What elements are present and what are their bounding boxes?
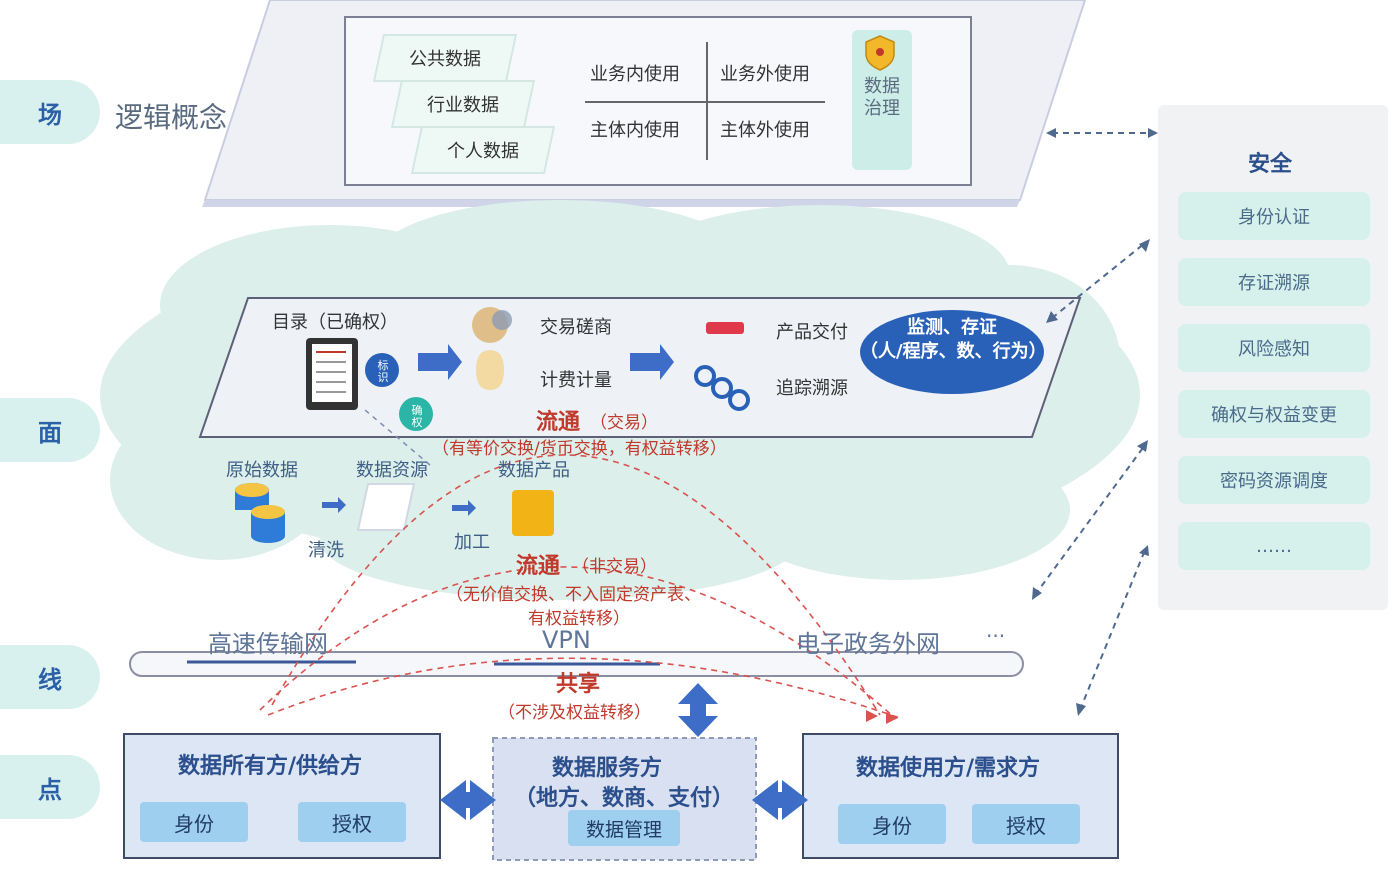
sec-link-3 [1034, 444, 1146, 596]
circulation-trade-sub: （交易） [590, 413, 658, 433]
arrow-right-1-icon [418, 344, 462, 380]
money-bag-icon [476, 350, 504, 390]
security-title: 安全 [1248, 152, 1293, 177]
owner-identity-tag: 身份 [140, 802, 248, 842]
confirm-circle-icon [399, 397, 433, 431]
user-title: 数据使用方/需求方 [856, 756, 1041, 781]
monitor-ellipse [860, 310, 1044, 394]
data-product-cube-icon [512, 490, 554, 536]
governance-label: 数据 治理 [864, 76, 900, 119]
data-type-personal: 个人数据 [410, 126, 556, 174]
network-egov: 电子政务外网 [796, 630, 940, 658]
catalog-link [364, 409, 431, 466]
owner-title: 数据所有方/供给方 [178, 754, 363, 779]
security-item-identity: 身份认证 [1178, 192, 1370, 240]
product-delivery-label: 产品交付 [776, 322, 848, 343]
data-type-public: 公共数据 [372, 34, 518, 82]
billing-label: 计费计量 [540, 370, 612, 391]
sec-link-4 [1079, 549, 1146, 711]
database-icon [235, 483, 285, 543]
circulation-trade-desc: （有等价交换/货币交换，有权益转移） [432, 439, 727, 459]
layer-surface-pill: 面 [0, 398, 100, 462]
service-sub: （地方、数商、支付） [514, 786, 735, 811]
circulation-nontrade-sub: （非交易） [572, 557, 657, 577]
data-resource-label: 数据资源 [356, 460, 428, 481]
usage-out-subject: 主体外使用 [720, 120, 810, 141]
cloud-bump-7 [730, 440, 1070, 580]
governance-box [852, 30, 912, 170]
clean-arrow-icon [322, 497, 346, 513]
security-item-more: …… [1178, 522, 1370, 570]
layer-line-pill: 线 [0, 645, 100, 709]
data-type-industry: 行业数据 [390, 80, 536, 128]
circulation-trade-title: 流通 [536, 410, 581, 435]
process-label: 加工 [454, 532, 490, 553]
data-resource-icon [356, 483, 416, 531]
mark-circle-icon [365, 353, 399, 387]
share-arc [267, 657, 901, 719]
layer-field-pill: 场 [0, 80, 100, 144]
raw-data-label: 原始数据 [226, 460, 298, 481]
user-identity-tag: 身份 [838, 804, 946, 844]
catalog-label: 目录（已确权） [272, 312, 398, 333]
usage-in-business: 业务内使用 [590, 64, 680, 85]
product-icon [706, 322, 744, 334]
network-high-speed: 高速传输网 [208, 630, 328, 658]
owner-service-arrow-icon [440, 780, 496, 820]
service-title: 数据服务方 [552, 756, 663, 781]
nontrade-arc [259, 566, 896, 719]
layer-point-pill: 点 [0, 755, 100, 819]
clean-label: 清洗 [308, 540, 344, 561]
user-auth-tag: 授权 [972, 804, 1080, 844]
cloud-bump-6 [320, 480, 800, 600]
security-item-rights: 确权与权益变更 [1178, 390, 1370, 438]
circulation-nontrade-title: 流通 [516, 554, 561, 579]
shield-dot-icon [876, 48, 884, 56]
confirm-label: 确权 [411, 404, 423, 429]
layer-field-desc: 逻辑概念 [115, 101, 228, 134]
monitor-label: 监测、存证 （人/程序、数、行为） [860, 317, 1047, 362]
service-user-arrow-icon [752, 780, 808, 820]
usage-in-subject: 主体内使用 [590, 120, 680, 141]
mark-label: 标识 [377, 359, 389, 384]
circulation-nontrade-desc-2: 有权益转移） [528, 609, 630, 629]
security-item-evidence: 存证溯源 [1178, 258, 1370, 306]
sec-link-2 [1051, 242, 1146, 319]
network-more: ··· [986, 624, 1006, 648]
security-item-risk: 风险感知 [1178, 324, 1370, 372]
process-arrow-icon [452, 500, 476, 516]
share-vertical-arrow-icon [678, 683, 718, 737]
data-product-label: 数据产品 [498, 460, 570, 481]
service-data-management-tag: 数据管理 [568, 810, 680, 846]
owner-auth-tag: 授权 [298, 802, 406, 842]
usage-out-business: 业务外使用 [720, 64, 810, 85]
share-title: 共享 [556, 672, 601, 697]
share-desc: （不涉及权益转移） [498, 703, 651, 723]
circulation-nontrade-desc-1: （无价值交换、不入固定资产表、 [446, 585, 701, 605]
network-vpn: VPN [542, 626, 591, 654]
service-box [492, 737, 757, 861]
security-item-crypto: 密码资源调度 [1178, 456, 1370, 504]
trade-negotiation-label: 交易磋商 [540, 317, 612, 338]
arrow-right-2-icon [630, 344, 674, 380]
chain-icon [694, 365, 716, 387]
trace-label: 追踪溯源 [776, 378, 848, 399]
